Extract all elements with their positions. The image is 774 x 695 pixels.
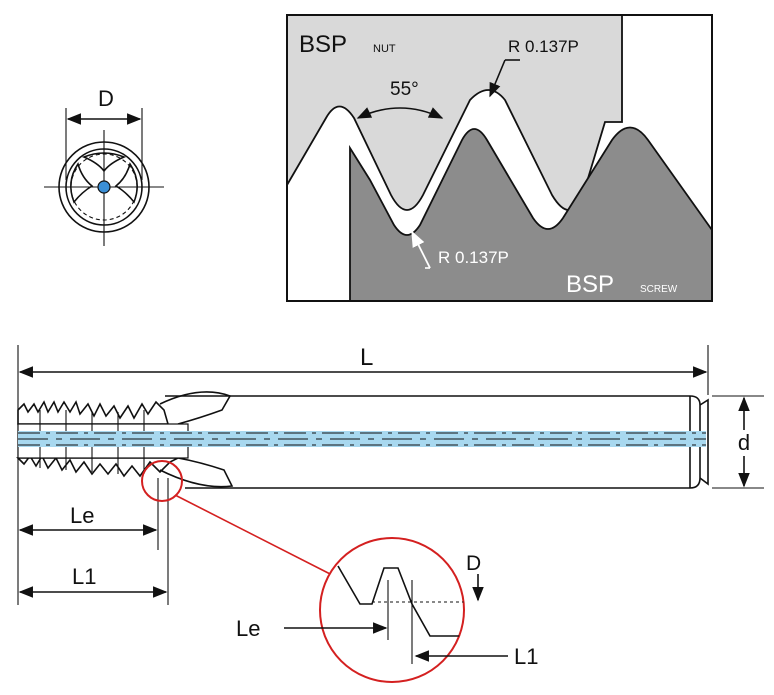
tap-side-view: L d Le: [16, 344, 764, 605]
tap-inner-circle: [65, 148, 143, 226]
coolant-channel: [18, 431, 706, 447]
tap-outer-circle: [58, 141, 150, 233]
overall-length-label: L: [360, 344, 373, 371]
detail-d-label: D: [466, 552, 481, 575]
detail-view: D Le L1: [174, 494, 538, 683]
screw-bsp-label: BSP: [566, 271, 614, 298]
nut-sub-label: NUT: [373, 43, 396, 55]
tap-thread-bottom: [16, 454, 179, 478]
tap-thread-top: [17, 400, 170, 425]
screw-profile: [349, 126, 713, 302]
detail-thread-profile: [337, 565, 462, 637]
radius-top-label: R 0.137P: [508, 37, 579, 56]
coolant-hole-icon: [97, 180, 111, 194]
detail-l1-label: L1: [514, 644, 538, 669]
screw-sub-label: SCREW: [640, 284, 678, 295]
angle-label: 55°: [390, 79, 419, 100]
end-view: D: [44, 86, 164, 246]
angle-arc: [356, 107, 444, 119]
detail-callout-circle: [141, 460, 183, 502]
radius-bottom-leader: [411, 230, 431, 269]
radius-top-leader: [489, 59, 506, 98]
end-view-d-label: D: [98, 86, 114, 111]
shank-diameter-label: d: [738, 430, 750, 455]
radius-bottom-label: R 0.137P: [438, 248, 509, 267]
thread-profile-panel: BSP NUT 55° R 0.137P R 0.137P BSP SCREW: [286, 14, 713, 302]
detail-magnified-circle: [319, 537, 465, 683]
detail-le-label: Le: [236, 616, 260, 641]
l1-label: L1: [72, 564, 96, 589]
nut-bsp-label: BSP: [299, 31, 347, 58]
le-label: Le: [70, 503, 94, 528]
